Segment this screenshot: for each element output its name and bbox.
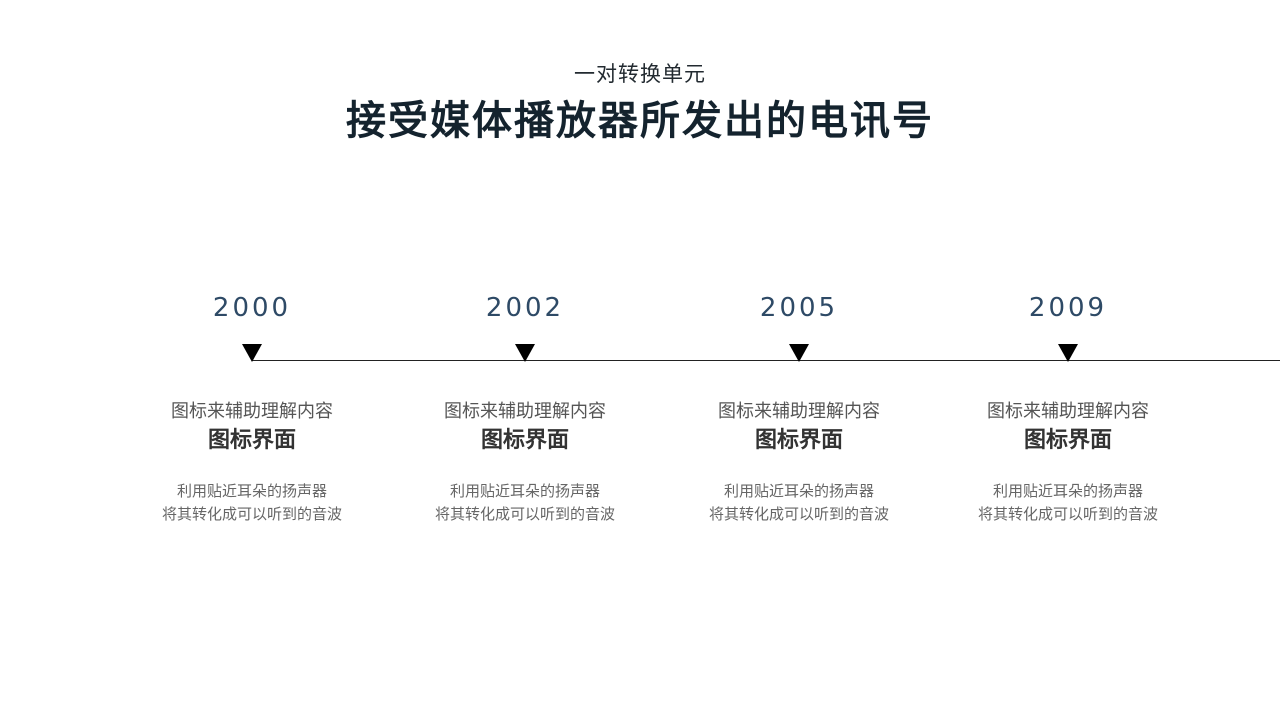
milestone-caption: 图标来辅助理解内容 xyxy=(444,401,606,422)
milestone-year: 2009 xyxy=(1028,293,1108,323)
milestone-description-line: 将其转化成可以听到的音波 xyxy=(434,505,615,523)
milestone-description-line: 将其转化成可以听到的音波 xyxy=(977,505,1158,523)
milestone-heading: 图标界面 xyxy=(1023,428,1112,453)
slide-title: 接受媒体播放器所发出的电讯号 xyxy=(346,98,934,144)
milestone-2002: 2002 图标来辅助理解内容 图标界面 利用贴近耳朵的扬声器 将其转化成可以听到… xyxy=(405,290,645,526)
milestone-caption: 图标来辅助理解内容 xyxy=(171,401,333,422)
milestone-description: 利用贴近耳朵的扬声器 将其转化成可以听到的音波 xyxy=(132,480,372,526)
milestone-description: 利用贴近耳朵的扬声器 将其转化成可以听到的音波 xyxy=(679,480,919,526)
milestone-2009: 2009 图标来辅助理解内容 图标界面 利用贴近耳朵的扬声器 将其转化成可以听到… xyxy=(948,290,1188,526)
milestone-heading: 图标界面 xyxy=(754,428,843,453)
slide-subtitle: 一对转换单元 xyxy=(574,62,706,86)
milestone-description-line: 利用贴近耳朵的扬声器 xyxy=(992,482,1143,500)
milestone-caption: 图标来辅助理解内容 xyxy=(987,401,1149,422)
milestone-description-line: 利用贴近耳朵的扬声器 xyxy=(449,482,600,500)
milestone-heading: 图标界面 xyxy=(480,428,569,453)
milestone-year: 2002 xyxy=(485,293,565,323)
triangle-marker-icon xyxy=(1058,344,1078,362)
milestone-heading: 图标界面 xyxy=(207,428,296,453)
milestone-caption: 图标来辅助理解内容 xyxy=(718,401,880,422)
milestone-year: 2000 xyxy=(212,293,292,323)
triangle-marker-icon xyxy=(242,344,262,362)
milestone-2000: 2000 图标来辅助理解内容 图标界面 利用贴近耳朵的扬声器 将其转化成可以听到… xyxy=(132,290,372,526)
timeline-line xyxy=(252,360,1280,361)
milestone-description: 利用贴近耳朵的扬声器 将其转化成可以听到的音波 xyxy=(405,480,645,526)
milestone-description: 利用贴近耳朵的扬声器 将其转化成可以听到的音波 xyxy=(948,480,1188,526)
milestone-year: 2005 xyxy=(759,293,839,323)
milestone-2005: 2005 图标来辅助理解内容 图标界面 利用贴近耳朵的扬声器 将其转化成可以听到… xyxy=(679,290,919,526)
milestone-description-line: 将其转化成可以听到的音波 xyxy=(708,505,889,523)
milestone-description-line: 将其转化成可以听到的音波 xyxy=(161,505,342,523)
triangle-marker-icon xyxy=(789,344,809,362)
triangle-marker-icon xyxy=(515,344,535,362)
milestone-description-line: 利用贴近耳朵的扬声器 xyxy=(723,482,874,500)
milestone-description-line: 利用贴近耳朵的扬声器 xyxy=(176,482,327,500)
